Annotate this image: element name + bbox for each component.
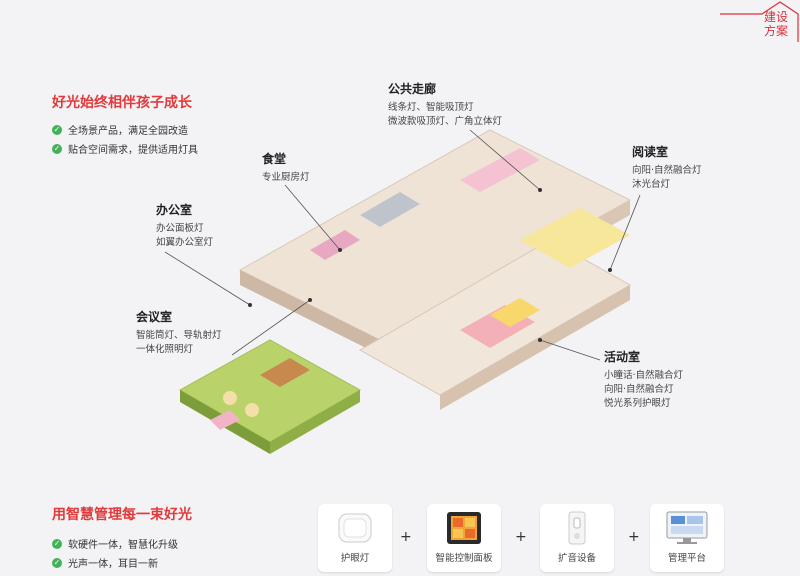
area-office: 办公室 办公面板灯 如翼办公室灯 bbox=[156, 201, 213, 250]
plus-sign: + bbox=[628, 529, 640, 545]
control-panel-icon bbox=[447, 512, 481, 544]
plus-sign: + bbox=[400, 529, 412, 545]
bullet-top-1: ✓ 全场景产品，满足全园改造 bbox=[52, 122, 188, 137]
corner-house-icon bbox=[720, 1, 799, 42]
area-activity-room: 活动室 小瞳话·自然融合灯 向阳·自然融合灯 悦光系列护眼灯 bbox=[604, 348, 683, 411]
area-line: 线条灯、智能吸顶灯 bbox=[388, 102, 474, 113]
device-label: 护眼灯 bbox=[340, 553, 370, 564]
area-canteen: 食堂 专业厨房灯 bbox=[262, 150, 310, 185]
check-icon: ✓ bbox=[52, 538, 62, 549]
area-title: 食堂 bbox=[262, 152, 287, 166]
area-line: 一体化照明灯 bbox=[136, 344, 194, 355]
device-control-panel: 智能控制面板 bbox=[427, 504, 501, 572]
area-line: 专业厨房灯 bbox=[262, 172, 310, 183]
area-title: 会议室 bbox=[136, 310, 173, 324]
device-platform: 管理平台 bbox=[650, 504, 724, 572]
headline-top: 好光始终相伴孩子成长 bbox=[52, 95, 192, 111]
monitor-icon bbox=[666, 511, 708, 544]
device-eye-lamp: 护眼灯 bbox=[318, 504, 392, 572]
corner-label-line-1: 建设 bbox=[763, 10, 788, 24]
area-line: 微波款吸顶灯、广角立体灯 bbox=[388, 116, 503, 127]
bullet-bottom-1: ✓ 软硬件一体，智慧化升级 bbox=[52, 536, 178, 551]
area-title: 活动室 bbox=[604, 350, 641, 364]
headline-bottom: 用智慧管理每一束好光 bbox=[52, 507, 192, 523]
area-title: 公共走廊 bbox=[388, 82, 437, 96]
bullet-top-2: ✓ 贴合空间需求，提供适用灯具 bbox=[52, 141, 198, 156]
area-reading-room: 阅读室 向阳·自然融合灯 沐光台灯 bbox=[632, 143, 702, 192]
device-label: 管理平台 bbox=[667, 553, 706, 564]
area-line: 办公面板灯 bbox=[156, 223, 204, 234]
device-label: 智能控制面板 bbox=[435, 553, 493, 564]
bullet-bottom-2: ✓ 光声一体，耳目一新 bbox=[52, 555, 158, 570]
bullet-text: 软硬件一体，智慧化升级 bbox=[68, 540, 178, 551]
device-label: 扩音设备 bbox=[557, 553, 596, 564]
area-line: 沐光台灯 bbox=[632, 179, 671, 190]
area-meeting-room: 会议室 智能筒灯、导轨射灯 一体化照明灯 bbox=[136, 308, 222, 357]
check-icon: ✓ bbox=[52, 143, 62, 154]
corner-label: 建设 方案 bbox=[764, 10, 788, 38]
bullet-text: 贴合空间需求，提供适用灯具 bbox=[68, 145, 198, 156]
check-icon: ✓ bbox=[52, 124, 62, 135]
area-line: 悦光系列护眼灯 bbox=[604, 398, 671, 409]
bullet-text: 全场景产品，满足全园改造 bbox=[68, 126, 188, 137]
area-line: 向阳·自然融合灯 bbox=[604, 384, 674, 395]
plus-sign: + bbox=[515, 529, 527, 545]
area-corridor: 公共走廊 线条灯、智能吸顶灯 微波款吸顶灯、广角立体灯 bbox=[388, 80, 502, 129]
eye-lamp-icon bbox=[338, 513, 372, 543]
corner-label-line-2: 方案 bbox=[763, 24, 788, 38]
area-line: 小瞳话·自然融合灯 bbox=[604, 370, 684, 381]
bullet-text: 光声一体，耳目一新 bbox=[68, 559, 158, 570]
area-line: 智能筒灯、导轨射灯 bbox=[136, 330, 222, 341]
device-speaker: 扩音设备 bbox=[540, 504, 614, 572]
area-line: 向阳·自然融合灯 bbox=[632, 165, 702, 176]
area-title: 阅读室 bbox=[632, 145, 669, 159]
area-title: 办公室 bbox=[156, 203, 193, 217]
area-line: 如翼办公室灯 bbox=[156, 237, 214, 248]
check-icon: ✓ bbox=[52, 557, 62, 568]
speaker-icon bbox=[568, 511, 586, 545]
